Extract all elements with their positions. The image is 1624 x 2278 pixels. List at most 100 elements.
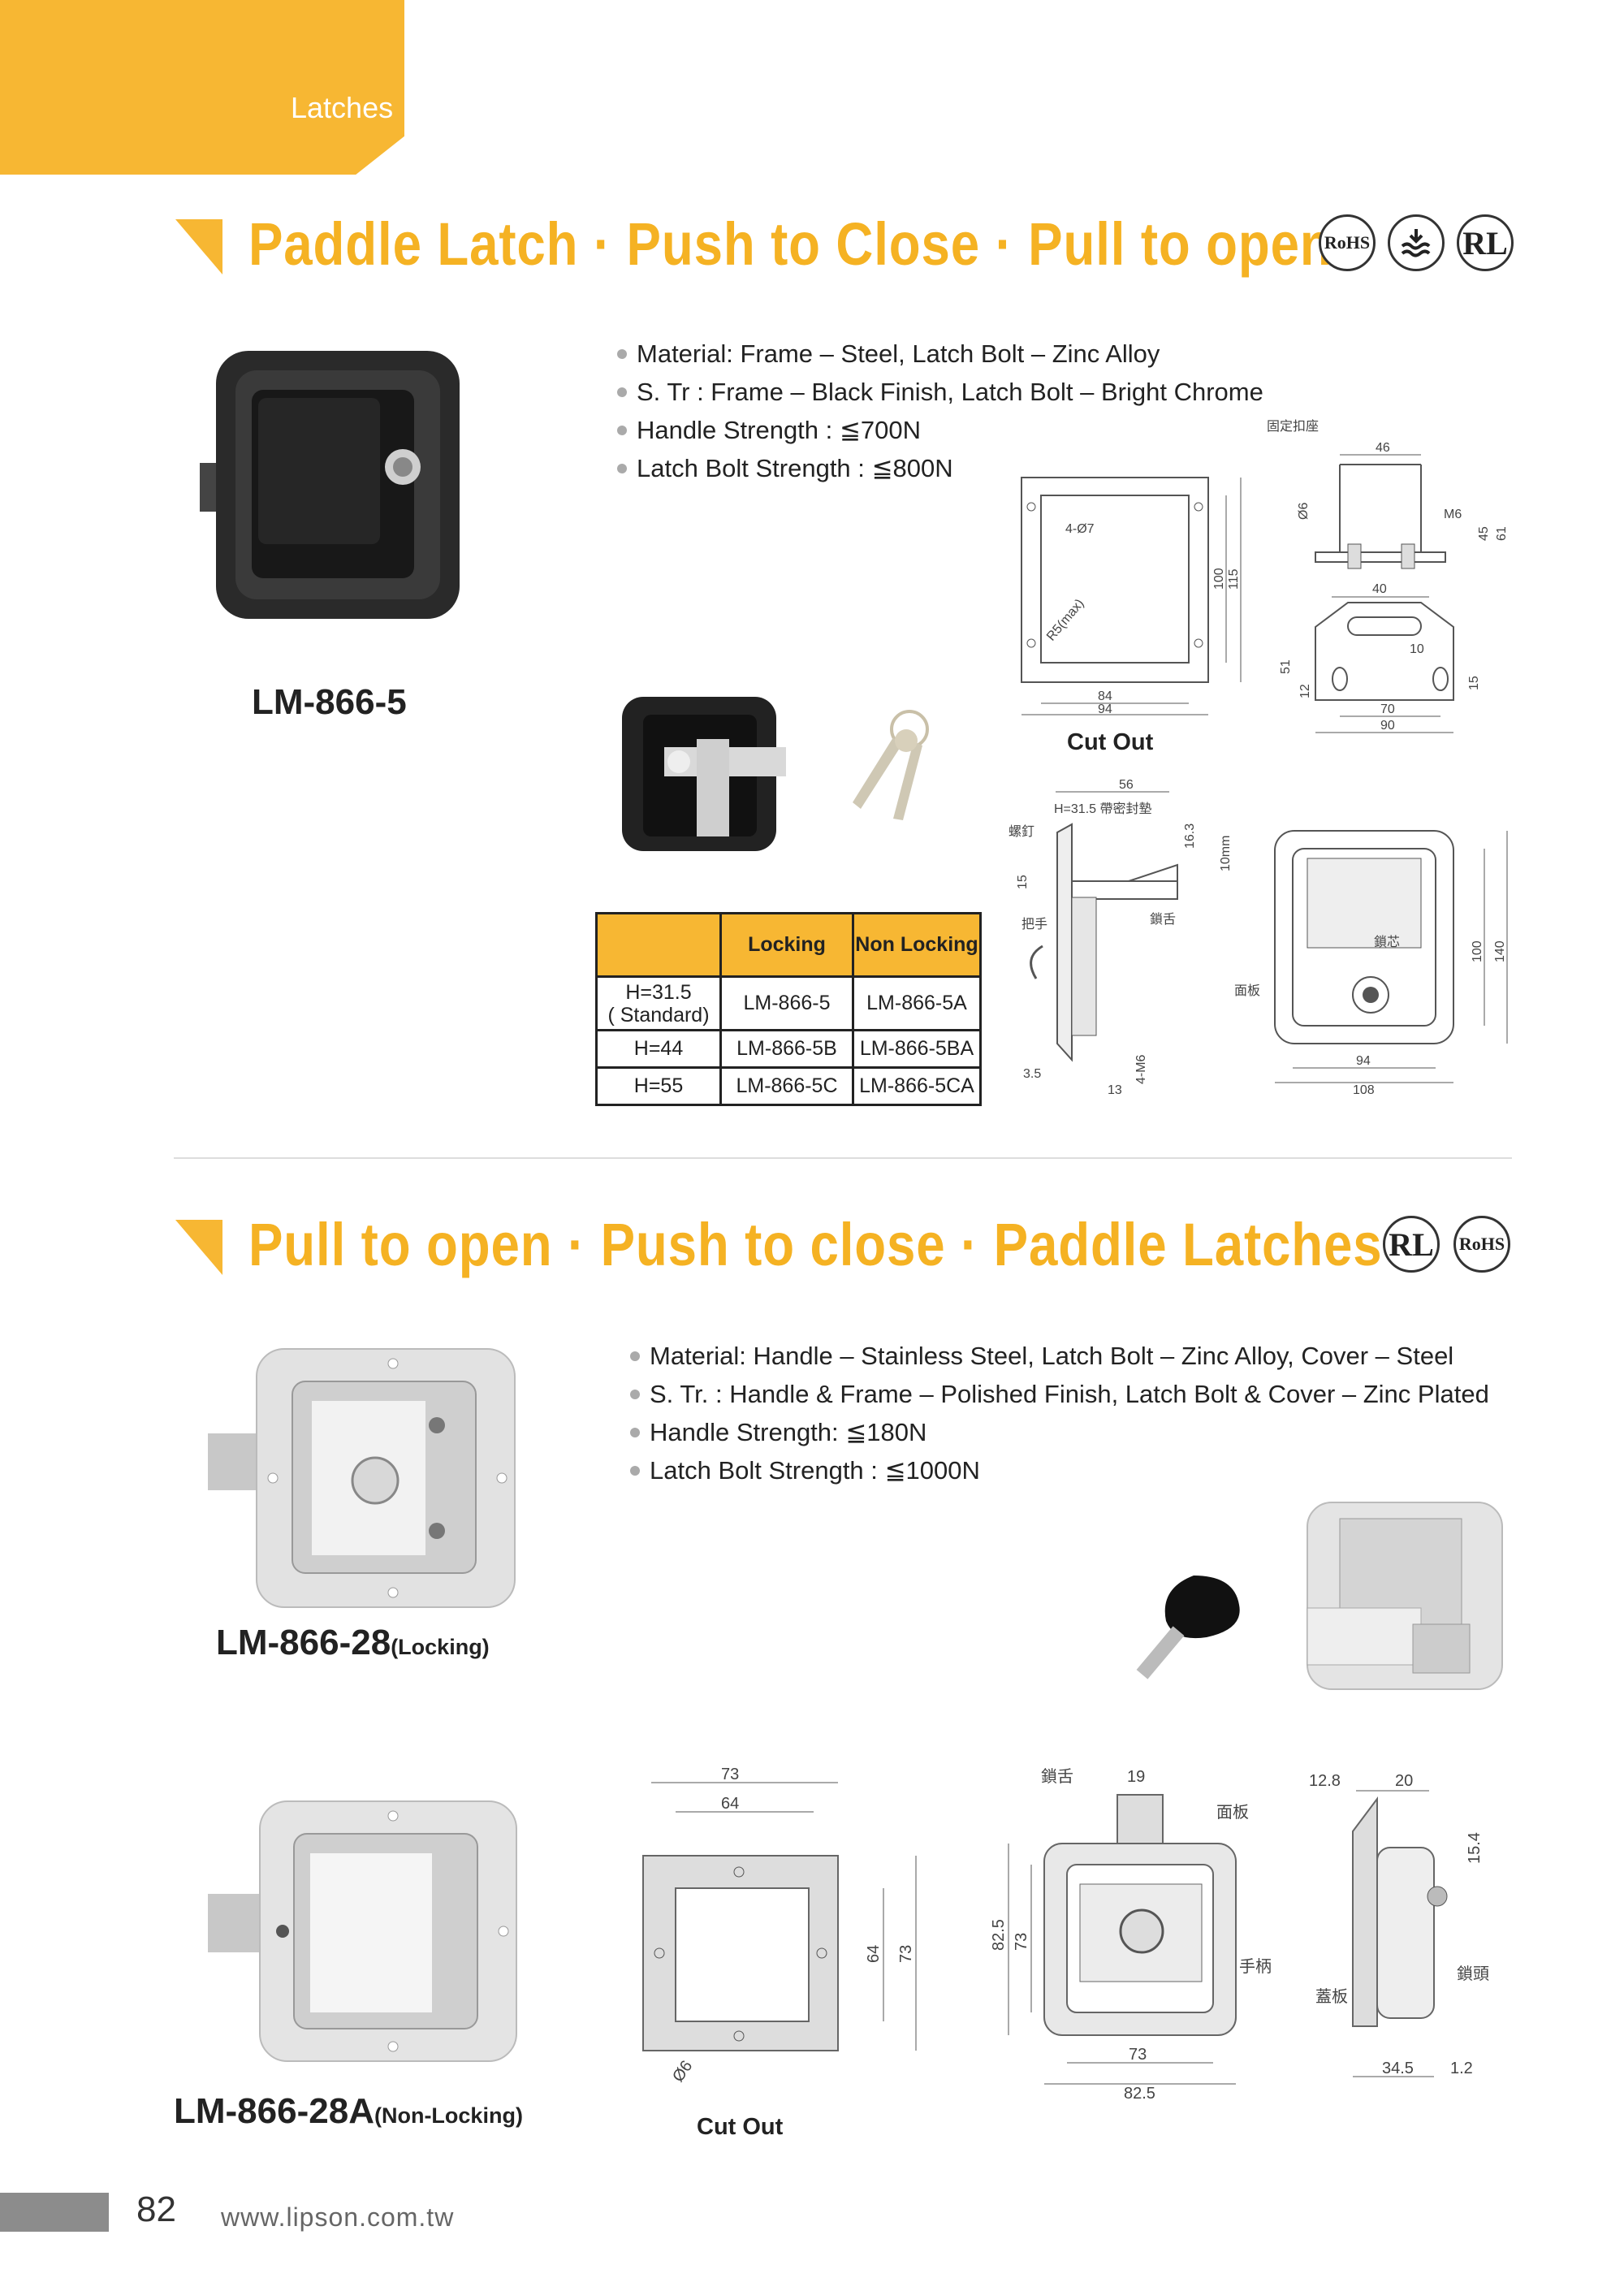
- spec-item: Handle Strength : ≦700N: [617, 411, 1263, 449]
- model-lm-866-28a: LM-866-28A(Non-Locking): [174, 2091, 523, 2132]
- stainless-locking-latch-photo: [208, 1348, 516, 1608]
- dim-label: 46: [1376, 441, 1390, 455]
- model-note: (Locking): [391, 1635, 490, 1659]
- rl-badge-icon: RL: [1383, 1216, 1440, 1273]
- table-header-cell: Non Locking: [852, 912, 982, 978]
- dim-label: 12.8: [1309, 1772, 1341, 1790]
- dim-label: 94: [1356, 1054, 1371, 1068]
- section1-specs: Material: Frame – Steel, Latch Bolt – Zi…: [617, 335, 1263, 487]
- keys-photo: [853, 710, 929, 820]
- dim-label: 15: [1467, 676, 1481, 690]
- table-header-cell: Locking: [719, 912, 854, 978]
- key-photo: [1136, 1576, 1240, 1679]
- side-view-drawing: 56 H=31.5 帶密封墊 螺釘 16.3 10mm 15 把手 鎖舌 3.5…: [1009, 778, 1233, 1097]
- table-cell: LM-866-5B: [719, 1029, 854, 1069]
- dim-label: 鎖舌: [1150, 912, 1176, 927]
- dim-label: 100: [1471, 940, 1484, 962]
- dim-label: 140: [1493, 940, 1507, 962]
- dim-label: 面板: [1234, 983, 1260, 998]
- dim-label: 56: [1119, 778, 1134, 792]
- dim-label: 手柄: [1239, 1957, 1272, 1976]
- spec-item: Latch Bolt Strength : ≦800N: [617, 449, 1263, 487]
- page-number-bar: [0, 2193, 109, 2232]
- dim-label: 13: [1108, 1083, 1122, 1097]
- dim-label: 100: [1212, 568, 1226, 590]
- title-marker-icon: [175, 1220, 222, 1275]
- dim-label: 61: [1495, 526, 1509, 541]
- section-tab: [0, 0, 404, 175]
- dim-label: 84: [1098, 689, 1112, 703]
- dim-label: 90: [1380, 719, 1395, 733]
- dim-label: Ø6: [1297, 503, 1311, 520]
- dim-label: 鎖頭: [1457, 1965, 1489, 1983]
- spec-item: Handle Strength: ≦180N: [630, 1413, 1489, 1451]
- dim-label: 蓋板: [1315, 1987, 1348, 2006]
- dim-label: 73: [1129, 2046, 1147, 2064]
- dim-label: 4-Ø7: [1065, 522, 1095, 536]
- dim-label: 固定扣座: [1267, 419, 1319, 434]
- dim-label: 面板: [1216, 1803, 1249, 1822]
- rohs-badge-icon: RoHS: [1453, 1216, 1510, 1273]
- dim-label: 4-M6: [1134, 1054, 1148, 1084]
- dim-label: 10mm: [1219, 836, 1233, 871]
- table-cell: LM-866-5: [719, 975, 854, 1031]
- spec-item: Material: Frame – Steel, Latch Bolt – Zi…: [617, 335, 1263, 373]
- table-cell: LM-866-5CA: [852, 1066, 982, 1106]
- front-view-drawing: 鎖芯 面板 94 108 100 140: [1234, 830, 1508, 1097]
- dim-label: 20: [1395, 1772, 1413, 1790]
- dim-label: 3.5: [1023, 1067, 1041, 1081]
- dim-label: 把手: [1021, 917, 1047, 932]
- dim-label: 64: [865, 1945, 883, 1963]
- dim-label: 73: [721, 1766, 739, 1783]
- section-divider: [174, 1157, 1512, 1159]
- dim-label: 70: [1380, 702, 1395, 716]
- dim-label: 螺釘: [1009, 824, 1034, 839]
- dim-label: 45: [1477, 526, 1491, 541]
- dim-label: H=31.5 帶密封墊: [1054, 802, 1152, 816]
- dim-label: 82.5: [990, 1919, 1008, 1951]
- dim-label: 鎖芯: [1374, 935, 1400, 949]
- spec-item: Material: Handle – Stainless Steel, Latc…: [630, 1337, 1489, 1375]
- dim-label: 12: [1298, 684, 1312, 698]
- cutout-caption-2: Cut Out: [697, 2114, 784, 2140]
- water-badge-icon: [1388, 214, 1445, 271]
- cutout-drawing-2: 73 64 64 73 Ø6: [642, 1766, 917, 2086]
- table-cell: LM-866-5A: [852, 975, 982, 1031]
- side-view-drawing-2: 12.8 20 15.4 蓋板 鎖頭 34.5 1.2: [1309, 1772, 1489, 2077]
- table-cell: H=31.5 ( Standard): [595, 975, 722, 1031]
- table-cell: H=55: [595, 1066, 722, 1106]
- section-tab-label: Latches: [291, 91, 394, 124]
- dim-label: 82.5: [1124, 2085, 1155, 2103]
- section2-specs: Material: Handle – Stainless Steel, Latc…: [630, 1337, 1489, 1489]
- dim-label: 16.3: [1183, 823, 1197, 849]
- dim-label: 115: [1227, 568, 1241, 590]
- section1-title: Paddle Latch · Push to Close · Pull to o…: [248, 210, 1332, 278]
- dim-label: 15: [1016, 875, 1030, 889]
- bracket-drawing: 固定扣座 46 Ø6 M6 45 61 40 10 51 12 15 70 90: [1267, 419, 1509, 733]
- dim-label: 94: [1098, 702, 1112, 716]
- table-cell: LM-866-5BA: [852, 1029, 982, 1069]
- dim-label: 108: [1353, 1083, 1375, 1097]
- dim-label: 34.5: [1382, 2060, 1414, 2077]
- cutout-drawing-1: 4-Ø7 R5(max) 84 94 100 115: [1021, 477, 1242, 716]
- dim-label: 19: [1127, 1768, 1145, 1786]
- dim-label: 鎖舌: [1041, 1767, 1073, 1786]
- spec-item: S. Tr. : Handle & Frame – Polished Finis…: [630, 1375, 1489, 1413]
- dim-label: 51: [1279, 659, 1293, 674]
- dim-label: 1.2: [1450, 2060, 1473, 2077]
- spec-item: Latch Bolt Strength : ≦1000N: [630, 1451, 1489, 1489]
- dim-label: 10: [1410, 642, 1424, 656]
- table-cell: LM-866-5C: [719, 1066, 854, 1106]
- model-note: (Non-Locking): [374, 2103, 523, 2128]
- model-lm-866-5: LM-866-5: [252, 682, 407, 722]
- model-code: LM-866-28: [216, 1623, 391, 1662]
- spec-item: S. Tr : Frame – Black Finish, Latch Bolt…: [617, 373, 1263, 411]
- stainless-non-locking-latch-photo: [208, 1800, 517, 2062]
- front-view-drawing-2: 鎖舌 19 面板 手柄 82.5 73 73 82.5: [990, 1767, 1272, 2103]
- table-header-cell: [595, 912, 722, 978]
- website-url: www.lipson.com.tw: [221, 2202, 455, 2232]
- model-lm-866-28: LM-866-28(Locking): [216, 1623, 490, 1663]
- variant-table: Locking Non Locking H=31.5 ( Standard) L…: [595, 912, 982, 1106]
- stainless-latch-back-photo: [1307, 1502, 1503, 1690]
- table-cell: H=44: [595, 1029, 722, 1069]
